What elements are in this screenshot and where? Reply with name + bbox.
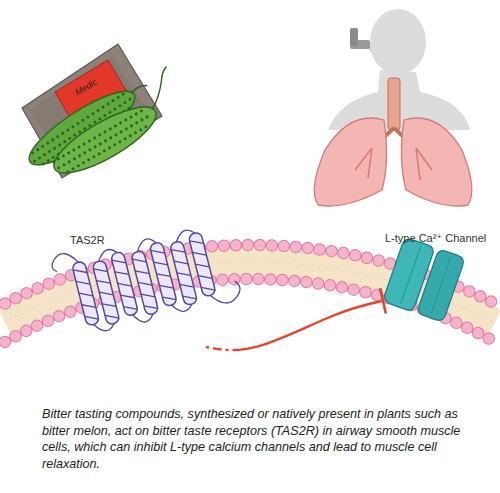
receptor-node: TAS2R	[62, 232, 214, 347]
part-label: TAS2R	[70, 234, 105, 246]
receptor-helices	[50, 214, 243, 342]
person-silhouette	[328, 9, 470, 130]
inhibition-bar	[380, 288, 386, 313]
lungs	[314, 78, 472, 206]
bitter-melon	[21, 66, 192, 184]
connector-line	[206, 301, 383, 350]
calcium-channel	[383, 237, 466, 322]
inhibition-connector	[206, 288, 386, 350]
part-label: L-type Ca²⁺ Channel	[385, 232, 486, 245]
figure-caption: Bitter tasting compounds, synthesized or…	[42, 406, 482, 472]
channel-node: L-type Ca²⁺ Channel	[383, 232, 498, 312]
